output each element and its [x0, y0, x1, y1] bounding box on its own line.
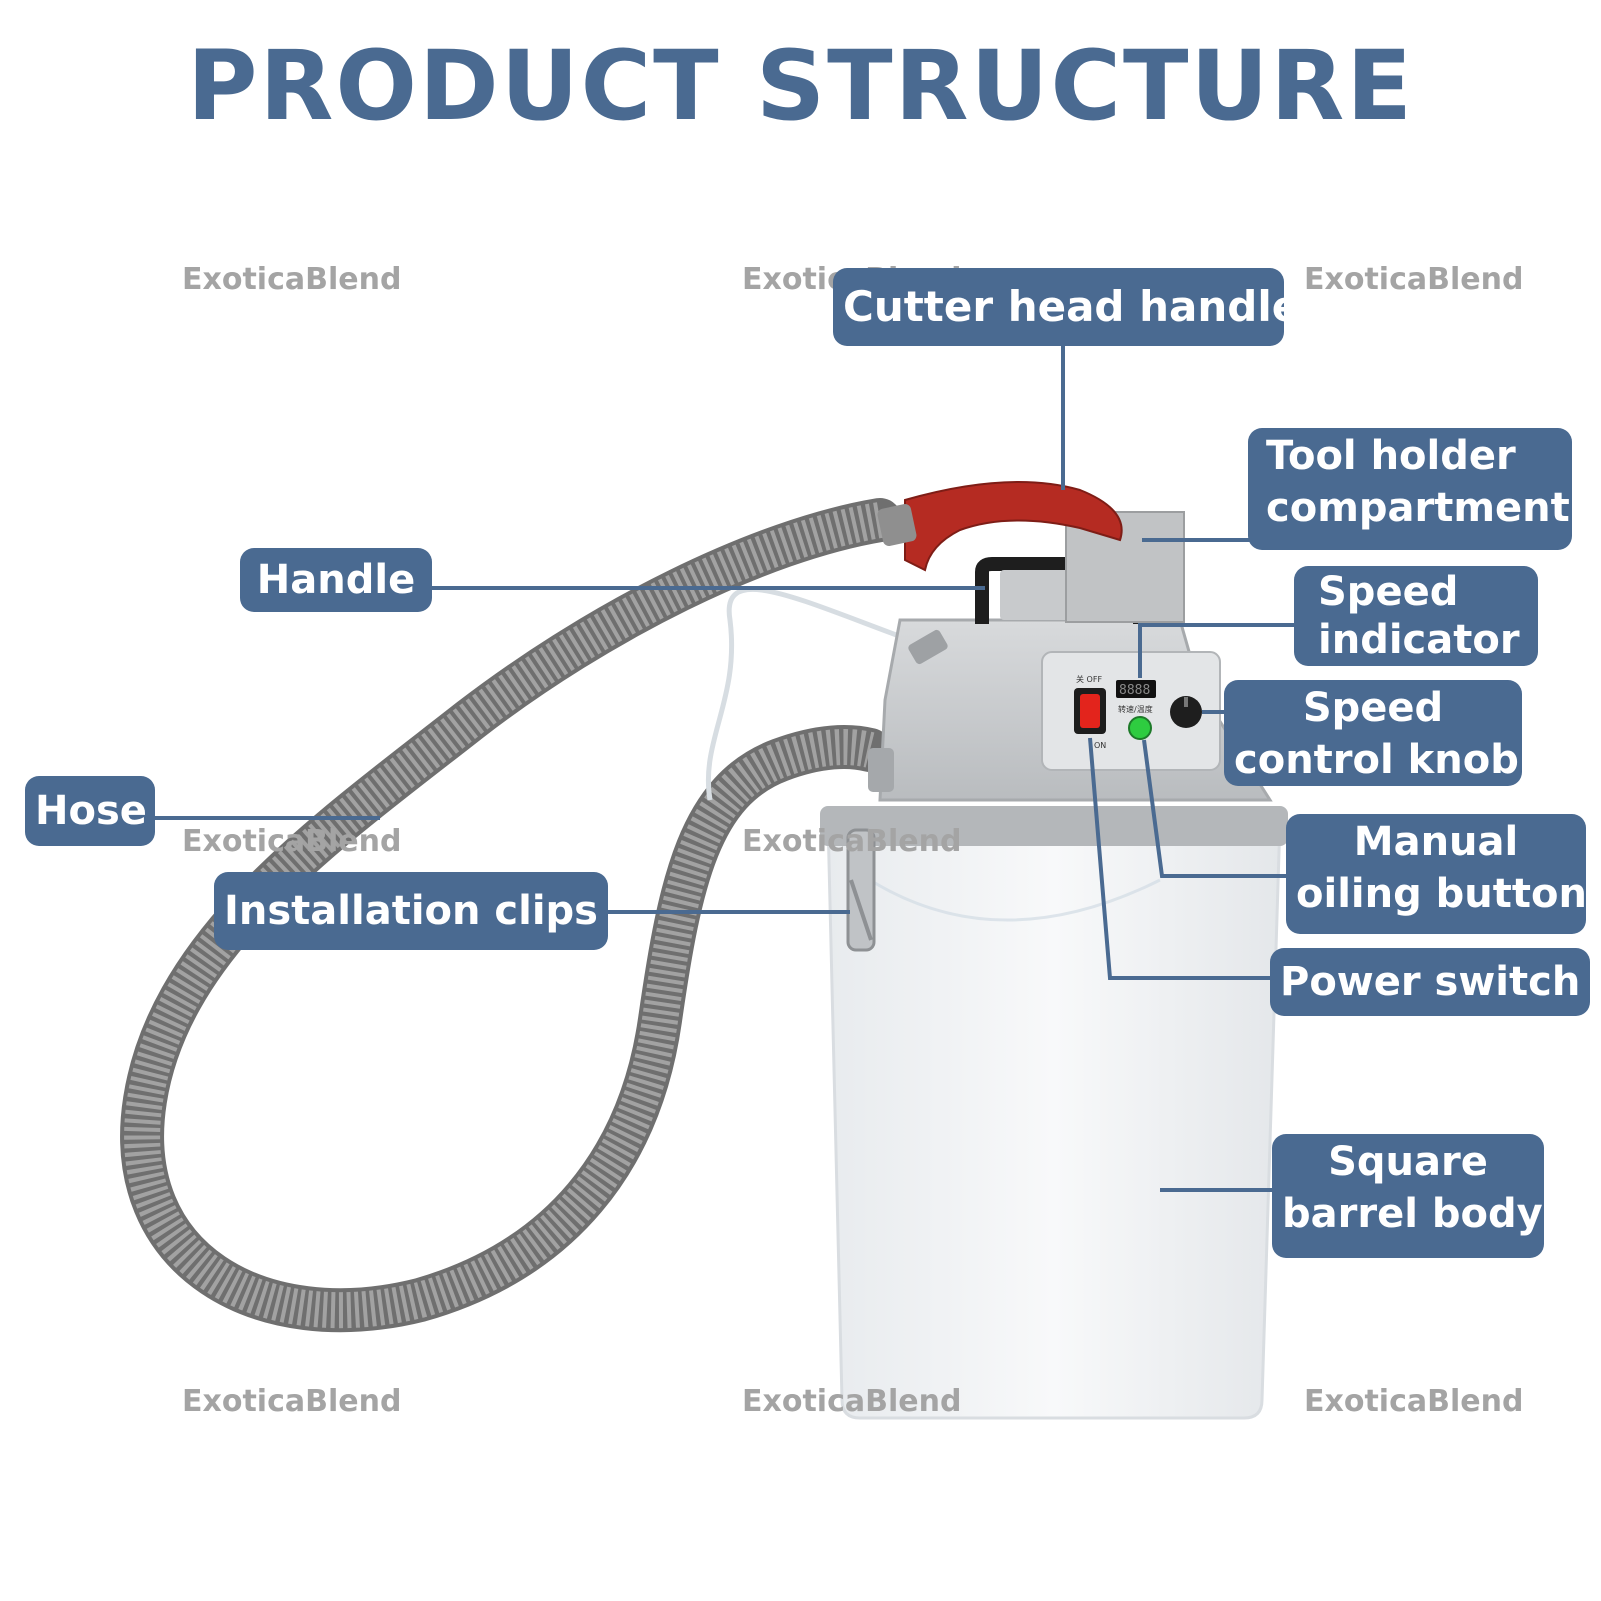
knob-pointer-icon — [1184, 697, 1188, 707]
label-tool-holder-line1: Tool holder — [1266, 433, 1516, 479]
label-speed-indicator-line1: Speed — [1318, 569, 1459, 615]
label-handle: Handle — [240, 548, 432, 612]
display-text: 8888 — [1119, 683, 1150, 698]
oil-tube — [705, 586, 911, 801]
label-installation-clips: Installation clips — [214, 872, 608, 950]
speed-indicator — [1116, 680, 1156, 698]
label-hose: Hose — [25, 776, 155, 846]
watermark-bottom-left: ExoticaBlend — [182, 1384, 402, 1419]
manual-oiling-button[interactable] — [1128, 716, 1152, 740]
label-cutter-head-handle: Cutter head handle — [833, 268, 1300, 346]
label-power-switch: Power switch — [1270, 948, 1590, 1016]
switch-off-text: 关 OFF — [1076, 674, 1102, 684]
label-speed-indicator-line2: indicator — [1318, 617, 1520, 663]
watermark-bottom-right: ExoticaBlend — [1304, 1384, 1524, 1419]
label-tool-holder-compartment: Tool holder compartment — [1248, 428, 1572, 550]
label-speed-control-knob: Speed control knob — [1224, 680, 1522, 786]
label-tool-holder-line2: compartment — [1266, 485, 1570, 531]
square-barrel — [820, 806, 1288, 1420]
power-switch-rocker — [1080, 694, 1100, 728]
label-speed-control-line2: control knob — [1234, 737, 1519, 783]
page-title: PRODUCT STRUCTURE — [187, 30, 1414, 142]
installation-clip — [846, 828, 876, 952]
label-manual-oiling-button: Manual oiling button — [1286, 814, 1587, 934]
outlet-fittings — [868, 629, 948, 792]
cutter-head — [904, 481, 1123, 572]
leader-lines — [150, 345, 1300, 1192]
switch-on-text: ON — [1094, 741, 1106, 750]
hose — [120, 498, 902, 1333]
label-square-barrel-line2: barrel body — [1282, 1191, 1543, 1237]
label-square-barrel-line1: Square — [1328, 1139, 1488, 1185]
watermark-top-left: ExoticaBlend — [182, 262, 402, 297]
speed-control-knob[interactable] — [1170, 696, 1202, 728]
cutter-head-collar — [877, 503, 917, 547]
watermark-bottom-center: ExoticaBlend — [742, 1384, 962, 1419]
label-manual-oiling-line2: oiling button — [1296, 871, 1587, 917]
display-caption: 转速/温度 — [1118, 704, 1153, 714]
watermark-mid-center: ExoticaBlend — [742, 824, 962, 859]
label-square-barrel-body: Square barrel body — [1272, 1134, 1544, 1258]
label-manual-oiling-line1: Manual — [1353, 819, 1519, 865]
watermark-mid-left: ExoticaBlend — [182, 824, 402, 859]
label-speed-control-line1: Speed — [1302, 685, 1444, 731]
label-speed-indicator: Speed indicator — [1294, 566, 1538, 666]
watermark-top-right: ExoticaBlend — [1304, 262, 1524, 297]
